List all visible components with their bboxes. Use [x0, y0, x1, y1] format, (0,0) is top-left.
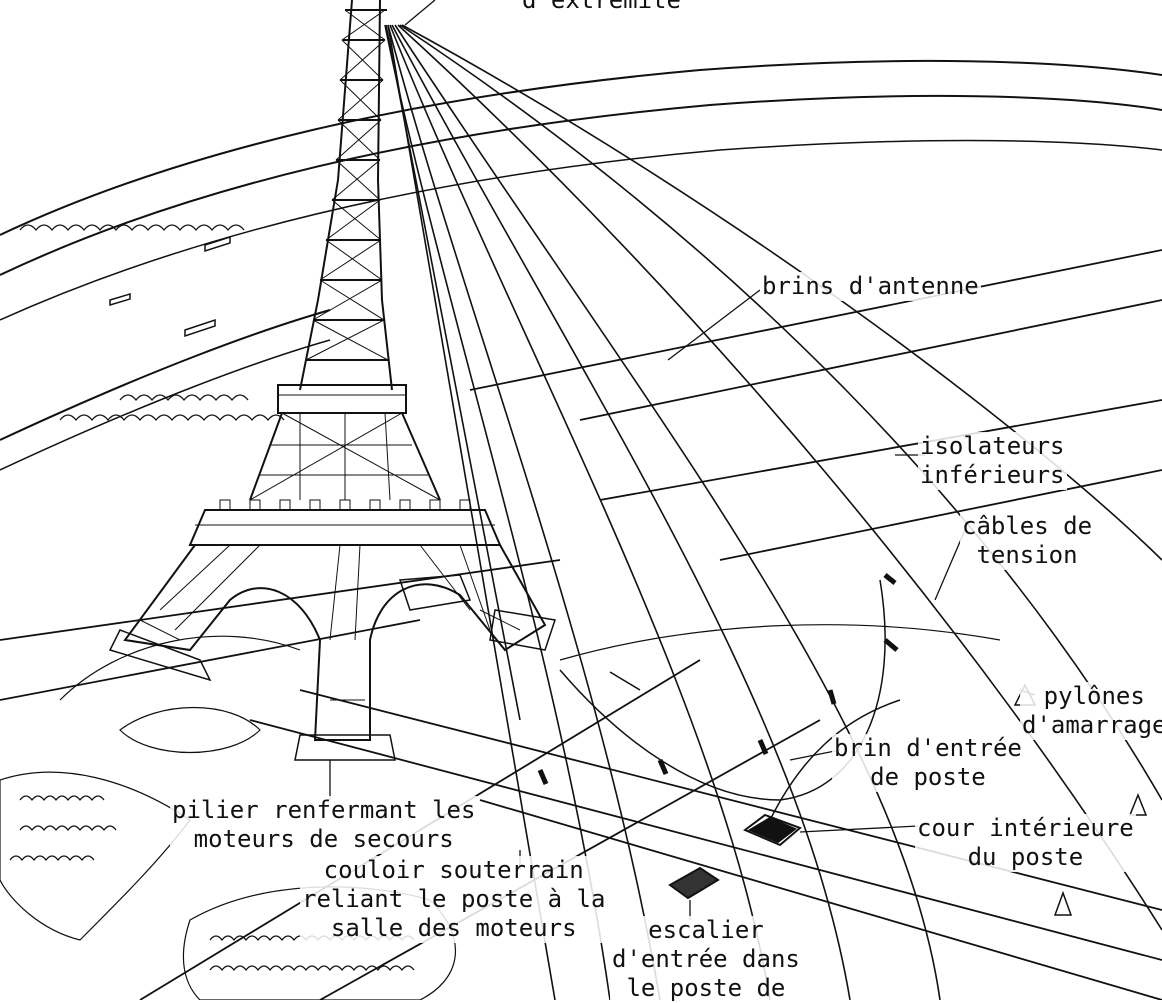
label-cables-tension: câbles de tension	[960, 512, 1095, 570]
label-brins-antenne: brins d'antenne	[760, 272, 981, 301]
entrance-staircase	[668, 866, 720, 900]
label-couloir-line3: salle des moteurs	[330, 914, 577, 942]
station-court	[743, 813, 802, 847]
antenna-wires	[384, 24, 1162, 1000]
label-cour-line1: cour intérieure	[917, 814, 1134, 842]
label-pylones-line1: pylônes	[1043, 682, 1145, 710]
label-couloir-line1: couloir souterrain	[323, 856, 584, 884]
label-cour-interieure: cour intérieure du poste	[915, 814, 1136, 872]
river-seine	[0, 59, 1162, 471]
label-top-extremite: d'extrémité	[520, 0, 683, 15]
label-brin-entree-line2: de poste	[870, 763, 986, 791]
label-cour-line2: du poste	[967, 843, 1084, 871]
label-escalier-line3: le poste de	[626, 974, 786, 1002]
label-isolateurs-line2: inférieurs	[920, 461, 1065, 489]
insulators	[537, 573, 899, 785]
label-pilier-line1: pilier renfermant les	[172, 796, 476, 824]
label-brin-entree-line1: brin d'entrée	[834, 734, 1022, 762]
eiffel-tower	[108, 0, 556, 761]
label-escalier-entree: escalier d'entrée dans le poste de	[610, 916, 802, 1003]
label-couloir-souterrain: couloir souterrain reliant le poste à la…	[300, 856, 608, 943]
trees-river-bank	[19, 224, 285, 422]
label-cables-line1: câbles de	[962, 512, 1093, 540]
label-cables-line2: tension	[976, 541, 1078, 569]
label-escalier-line1: escalier	[648, 916, 764, 944]
river-boats	[109, 235, 231, 338]
label-isolateurs-inferieurs: isolateurs inférieurs	[918, 432, 1067, 490]
label-pylones-amarrage: pylônes d'amarrage	[1020, 682, 1162, 740]
label-pilier-line2: moteurs de secours	[193, 825, 454, 853]
label-isolateurs-line1: isolateurs	[920, 432, 1065, 460]
label-brin-entree-poste: brin d'entrée de poste	[832, 734, 1024, 792]
label-couloir-line2: reliant le poste à la	[302, 885, 606, 913]
label-escalier-line2: d'entrée dans	[612, 945, 800, 973]
label-pylones-line2: d'amarrage	[1022, 711, 1162, 739]
label-pilier-moteurs: pilier renfermant les moteurs de secours	[170, 796, 478, 854]
feeder-loop	[559, 579, 1001, 821]
